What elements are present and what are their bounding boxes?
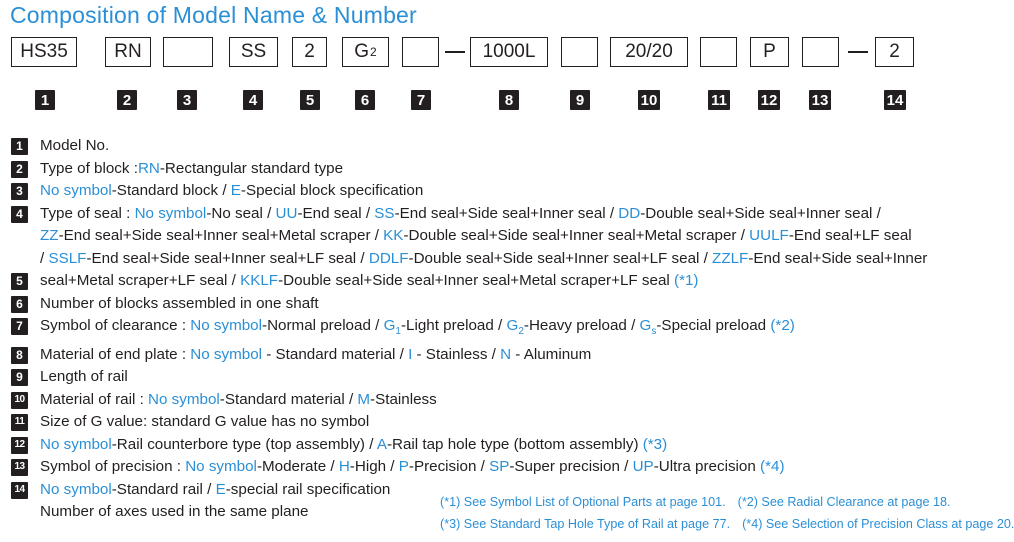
legend-list: 1 Model No. 2 Type of block :RN-Rectangu… [11, 135, 1001, 524]
clearance-subscript: 2 [370, 45, 377, 59]
legend-text-10: Material of rail : No symbol-Standard ma… [40, 390, 437, 408]
legend-item-14-line2: Number of axes used in the same plane [40, 503, 309, 521]
position-number-6: 6 [355, 90, 375, 110]
code-box-rail-type [700, 37, 737, 67]
legend-text-11: Size of G value: standard G value has no… [40, 413, 370, 431]
position-number-9: 9 [570, 90, 590, 110]
legend-item-13: 13 Symbol of precision : No symbol-Moder… [11, 456, 1001, 479]
code-box-seal: SS [229, 37, 278, 67]
position-number-2: 2 [117, 90, 137, 110]
legend-badge-14: 14 [11, 481, 28, 499]
legend-text-5: seal+Metal scraper+LF seal / KKLF-Double… [40, 272, 699, 289]
code-box-g-value: 20/20 [610, 37, 688, 67]
position-number-11: 11 [708, 90, 730, 110]
footnote-line-2: (*3) See Standard Tap Hole Type of Rail … [440, 513, 1014, 535]
page-title: Composition of Model Name & Number [10, 2, 417, 28]
code-box-rail-spec [802, 37, 839, 67]
legend-badge-3: 3 [11, 183, 28, 200]
legend-item-5: 5 seal+Metal scraper+LF seal / KKLF-Doub… [11, 270, 1001, 293]
separator-dash [445, 51, 465, 53]
legend-item-4-line2: ZZ-End seal+Side seal+Inner seal+Metal s… [40, 227, 912, 244]
position-number-4: 4 [243, 90, 263, 110]
code-box-precision: P [750, 37, 789, 67]
legend-text-12: No symbol-Rail counterbore type (top ass… [40, 435, 668, 453]
legend-badge-2: 2 [11, 160, 28, 178]
legend-badge-6: 6 [11, 295, 28, 313]
legend-badge-9: 9 [11, 369, 28, 387]
position-number-13: 13 [809, 90, 831, 110]
legend-item-7: 7 Symbol of clearance : No symbol-Normal… [11, 315, 1001, 344]
legend-item-8: 8 Material of end plate : No symbol - St… [11, 344, 1001, 367]
legend-badge-11: 11 [11, 414, 28, 432]
code-box-end-plate [402, 37, 439, 67]
position-number-5: 5 [300, 90, 320, 110]
position-number-3: 3 [177, 90, 197, 110]
legend-item-6: 6 Number of blocks assembled in one shaf… [11, 293, 1001, 316]
legend-text-1: Model No. [40, 137, 110, 154]
legend-text-7: Symbol of clearance : No symbol-Normal p… [40, 317, 795, 338]
legend-badge-7: 7 [11, 318, 28, 335]
legend-badge-4: 4 [11, 205, 28, 223]
legend-badge-8: 8 [11, 346, 28, 364]
legend-badge-12: 12 [11, 436, 28, 454]
position-number-8: 8 [499, 90, 519, 110]
footnote-1: (*1) See Symbol List of Optional Parts a… [440, 495, 726, 509]
position-number-14: 14 [884, 90, 906, 110]
legend-text-6: Number of blocks assembled in one shaft [40, 294, 319, 312]
legend-text-4: Type of seal : No symbol-No seal / UU-En… [40, 204, 881, 222]
legend-item-10: 10 Material of rail : No symbol-Standard… [11, 389, 1001, 412]
legend-text-13: Symbol of precision : No symbol-Moderate… [40, 458, 785, 476]
legend-item-9: 9 Length of rail [11, 366, 1001, 389]
footnote-3: (*3) See Standard Tap Hole Type of Rail … [440, 517, 731, 531]
footnote-2: (*2) See Radial Clearance at page 18. [737, 495, 951, 509]
legend-text-8: Material of end plate : No symbol - Stan… [40, 345, 592, 363]
position-number-1: 1 [35, 90, 55, 110]
footnotes: (*1) See Symbol List of Optional Parts a… [440, 491, 1014, 535]
legend-text-2: Type of block :RN-Rectangular standard t… [40, 159, 344, 177]
clearance-letter: G [354, 41, 370, 62]
code-box-axes: 2 [875, 37, 914, 67]
code-box-rail-length: 1000L [470, 37, 548, 67]
legend-text-14: No symbol-Standard rail / E-special rail… [40, 480, 391, 498]
separator-dash [848, 51, 868, 53]
position-number-7: 7 [411, 90, 431, 110]
legend-badge-13: 13 [11, 459, 28, 477]
legend-item-1: 1 Model No. [11, 135, 1001, 158]
legend-badge-1: 1 [11, 138, 28, 155]
legend-text-9: Length of rail [40, 368, 128, 386]
footnote-line-1: (*1) See Symbol List of Optional Parts a… [440, 491, 1014, 513]
legend-item-4-line3: / SSLF-End seal+Side seal+Inner seal+LF … [40, 249, 928, 267]
legend-badge-5: 5 [11, 273, 28, 290]
legend-badge-10: 10 [11, 391, 28, 409]
code-box-block-type: RN [105, 37, 151, 67]
legend-text-3: No symbol-Standard block / E-Special blo… [40, 182, 424, 199]
code-box-block-count: 2 [292, 37, 327, 67]
legend-item-2: 2 Type of block :RN-Rectangular standard… [11, 158, 1001, 181]
legend-item-14: 14 No symbol-Standard rail / E-special r… [11, 479, 1001, 502]
legend-item-4: 4 Type of seal : No symbol-No seal / UU-… [11, 203, 1001, 226]
code-box-model: HS35 [11, 37, 77, 67]
legend-item-12: 12 No symbol-Rail counterbore type (top … [11, 434, 1001, 457]
legend-item-11: 11 Size of G value: standard G value has… [11, 411, 1001, 434]
legend-item-3: 3 No symbol-Standard block / E-Special b… [11, 180, 1001, 203]
position-number-10: 10 [638, 90, 660, 110]
code-box-rail-material [561, 37, 598, 67]
code-box-block-spec [163, 37, 213, 67]
position-number-12: 12 [758, 90, 780, 110]
footnote-4: (*4) See Selection of Precision Class at… [742, 517, 1014, 531]
